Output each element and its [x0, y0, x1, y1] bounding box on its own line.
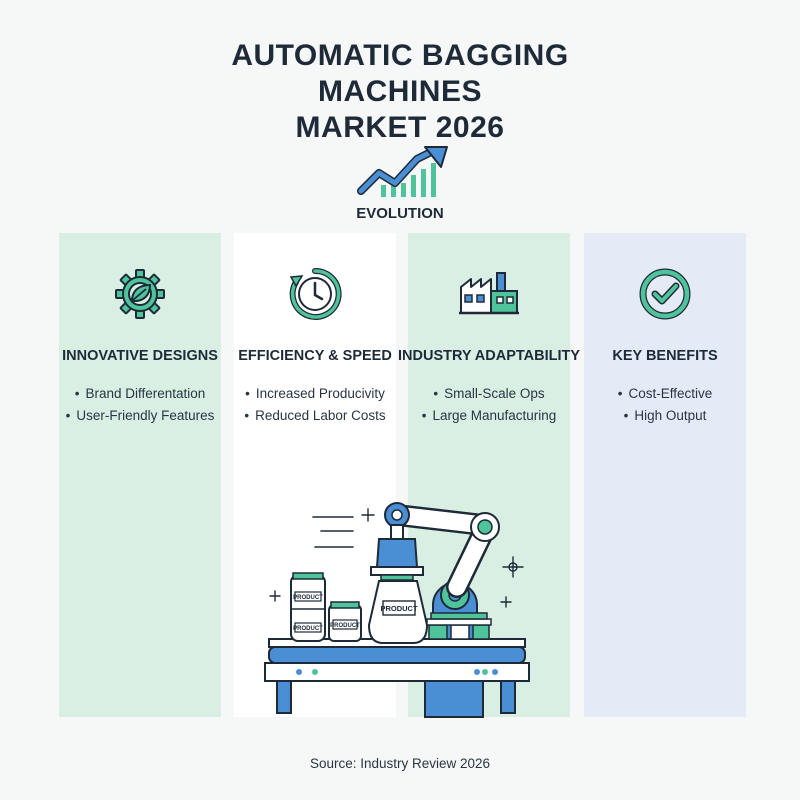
panel-list: Cost-Effective High Output — [574, 383, 756, 427]
title-line-1: AUTOMATIC BAGGING — [231, 39, 569, 72]
bag-label: PRODUCT — [293, 626, 323, 632]
product-bag: PRODUCT PRODUCT — [290, 572, 326, 642]
panel-list: Small-Scale Ops Large Manufacturing — [398, 383, 580, 427]
flat-bag-stack — [426, 612, 492, 640]
target-icon — [508, 562, 518, 572]
factory-icon — [459, 272, 519, 315]
list-item: User-Friendly Features — [49, 405, 231, 427]
title-line-3: MARKET 2026 — [295, 111, 505, 144]
panel-key-benefits: KEY BENEFITS Cost-Effective High Output — [584, 233, 746, 717]
bag-label: PRODUCT — [293, 595, 323, 601]
bag-label: PRODUCT — [330, 623, 360, 629]
page-title: AUTOMATIC BAGGING MACHINES MARKET 2026 — [0, 38, 800, 146]
list-item: Increased Producivity — [224, 383, 406, 405]
list-item: Cost-Effective — [574, 383, 756, 405]
title-line-2: MACHINES — [317, 75, 482, 108]
motion-lines — [312, 516, 354, 548]
panel-title: INNOVATIVE DESIGNS — [62, 348, 218, 364]
panel-title: EFFICIENCY & SPEED — [238, 348, 392, 364]
list-item: Large Manufacturing — [398, 405, 580, 427]
panel-list: Brand Differentation User-Friendly Featu… — [49, 383, 231, 427]
list-item: Small-Scale Ops — [398, 383, 580, 405]
trend-up-icon — [357, 146, 448, 197]
check-circle-icon — [639, 268, 691, 320]
product-bag: PRODUCT — [328, 601, 362, 642]
panel-title: INDUSTRY ADAPTABILITY — [398, 348, 581, 364]
list-item: Reduced Labor Costs — [224, 405, 406, 427]
panel-title: KEY BENEFITS — [612, 348, 718, 364]
subtitle: EVOLUTION — [356, 205, 444, 222]
gear-leaf-icon — [115, 269, 165, 319]
conveyor-belt — [264, 638, 530, 714]
list-item: High Output — [574, 405, 756, 427]
source-note: Source: Industry Review 2026 — [309, 756, 491, 771]
sparkle-icon — [269, 508, 524, 608]
list-item: Brand Differentation — [49, 383, 231, 405]
bag-label: PRODUCT — [380, 604, 418, 613]
panel-innovative-designs: INNOVATIVE DESIGNS Brand Differentation … — [59, 233, 221, 717]
panel-list: Increased Producivity Reduced Labor Cost… — [224, 383, 406, 427]
bagging-machine-illustration: PRODUCT PRODUCT PRODUCT PRODUCT — [264, 502, 530, 718]
product-bag-filling: PRODUCT — [367, 580, 429, 644]
clock-icon — [289, 267, 342, 320]
